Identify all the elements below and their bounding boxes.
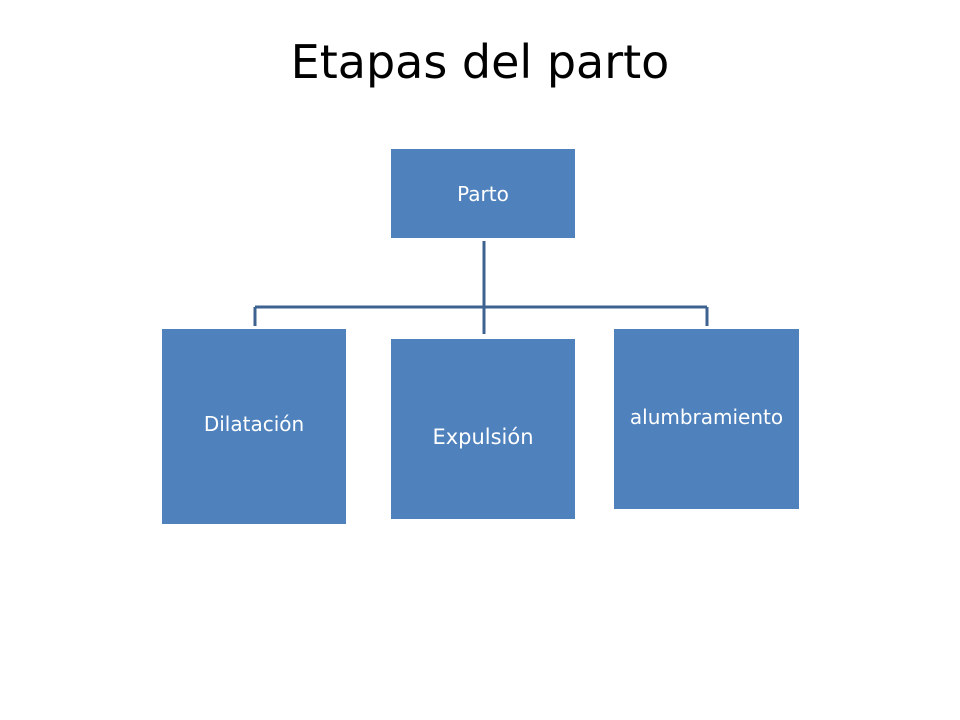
node-dilatacion-label: Dilatación	[203, 411, 305, 436]
node-parto: Parto	[391, 149, 575, 238]
node-alumbramiento-label: alumbramiento	[629, 405, 784, 429]
node-expulsion: Expulsión	[391, 339, 575, 519]
node-parto-label: Parto	[457, 181, 509, 206]
node-expulsion-label: Expulsión	[432, 425, 534, 449]
node-alumbramiento: alumbramiento	[614, 329, 799, 509]
slide-title: Etapas del parto	[290, 35, 670, 89]
node-dilatacion: Dilatación	[162, 329, 346, 524]
